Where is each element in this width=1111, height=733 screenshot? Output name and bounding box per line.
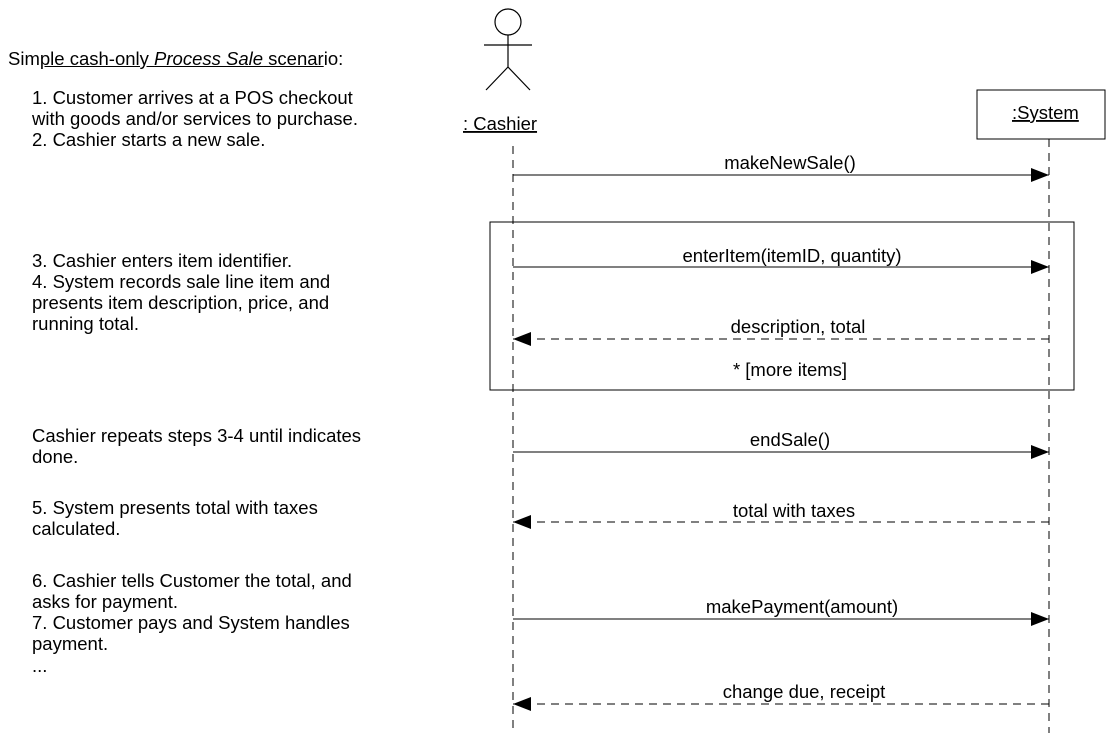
actor-cashier-label: : Cashier xyxy=(463,113,537,134)
message-label: enterItem(itemID, quantity) xyxy=(683,245,902,266)
message-label: makeNewSale() xyxy=(724,152,856,173)
message-total-with-taxes: total with taxes xyxy=(513,500,1049,529)
title-part-1: Sim xyxy=(8,48,40,69)
title-part-4: scenar xyxy=(263,48,324,69)
message-label: makePayment(amount) xyxy=(706,596,898,617)
step-line: running total. xyxy=(32,313,139,334)
actor-system-box xyxy=(976,89,1106,140)
step-line: presents item description, price, and xyxy=(32,292,330,313)
step-line: 7. Customer pays and System handles xyxy=(32,612,350,633)
message-label: total with taxes xyxy=(733,500,855,521)
title-part-2: ple cash-only xyxy=(39,48,155,69)
title-part-3: Process Sale xyxy=(154,48,264,69)
step-line: 3. Cashier enters item identifier. xyxy=(32,250,293,271)
step-line: done. xyxy=(32,446,79,467)
step-line: with goods and/or services to purchase. xyxy=(32,108,358,129)
message-description-total: description, total xyxy=(513,316,1049,346)
message-label: endSale() xyxy=(750,429,830,450)
step-line: 6. Cashier tells Customer the total, and xyxy=(32,570,352,591)
step-line: 2. Cashier starts a new sale. xyxy=(32,129,266,150)
scenario-title: Simple cash-only Process Sale scenario: xyxy=(8,48,343,70)
step-line: Cashier repeats steps 3-4 until indicate… xyxy=(32,425,362,446)
message-label: change due, receipt xyxy=(723,681,886,702)
message-change-due-receipt: change due, receipt xyxy=(513,681,1049,711)
step-line: calculated. xyxy=(32,518,121,539)
message-make-new-sale: makeNewSale() xyxy=(513,152,1049,182)
step-line: 5. System presents total with taxes xyxy=(32,497,318,518)
step-line: 1. Customer arrives at a POS checkout xyxy=(32,87,353,108)
actor-stick-figure-icon xyxy=(484,8,532,91)
loop-guard-label: * [more items] xyxy=(733,359,847,380)
message-end-sale: endSale() xyxy=(513,429,1049,459)
message-enter-item: enterItem(itemID, quantity) xyxy=(513,245,1049,274)
message-make-payment: makePayment(amount) xyxy=(513,596,1049,626)
step-line: ... xyxy=(32,655,48,676)
loop-frame xyxy=(489,221,1075,391)
step-line: 4. System records sale line item and xyxy=(32,271,331,292)
step-line: payment. xyxy=(32,633,109,654)
title-part-5: io: xyxy=(323,48,344,69)
actor-system-label: :System xyxy=(1012,102,1079,123)
message-label: description, total xyxy=(731,316,866,337)
step-line: asks for payment. xyxy=(32,591,179,612)
